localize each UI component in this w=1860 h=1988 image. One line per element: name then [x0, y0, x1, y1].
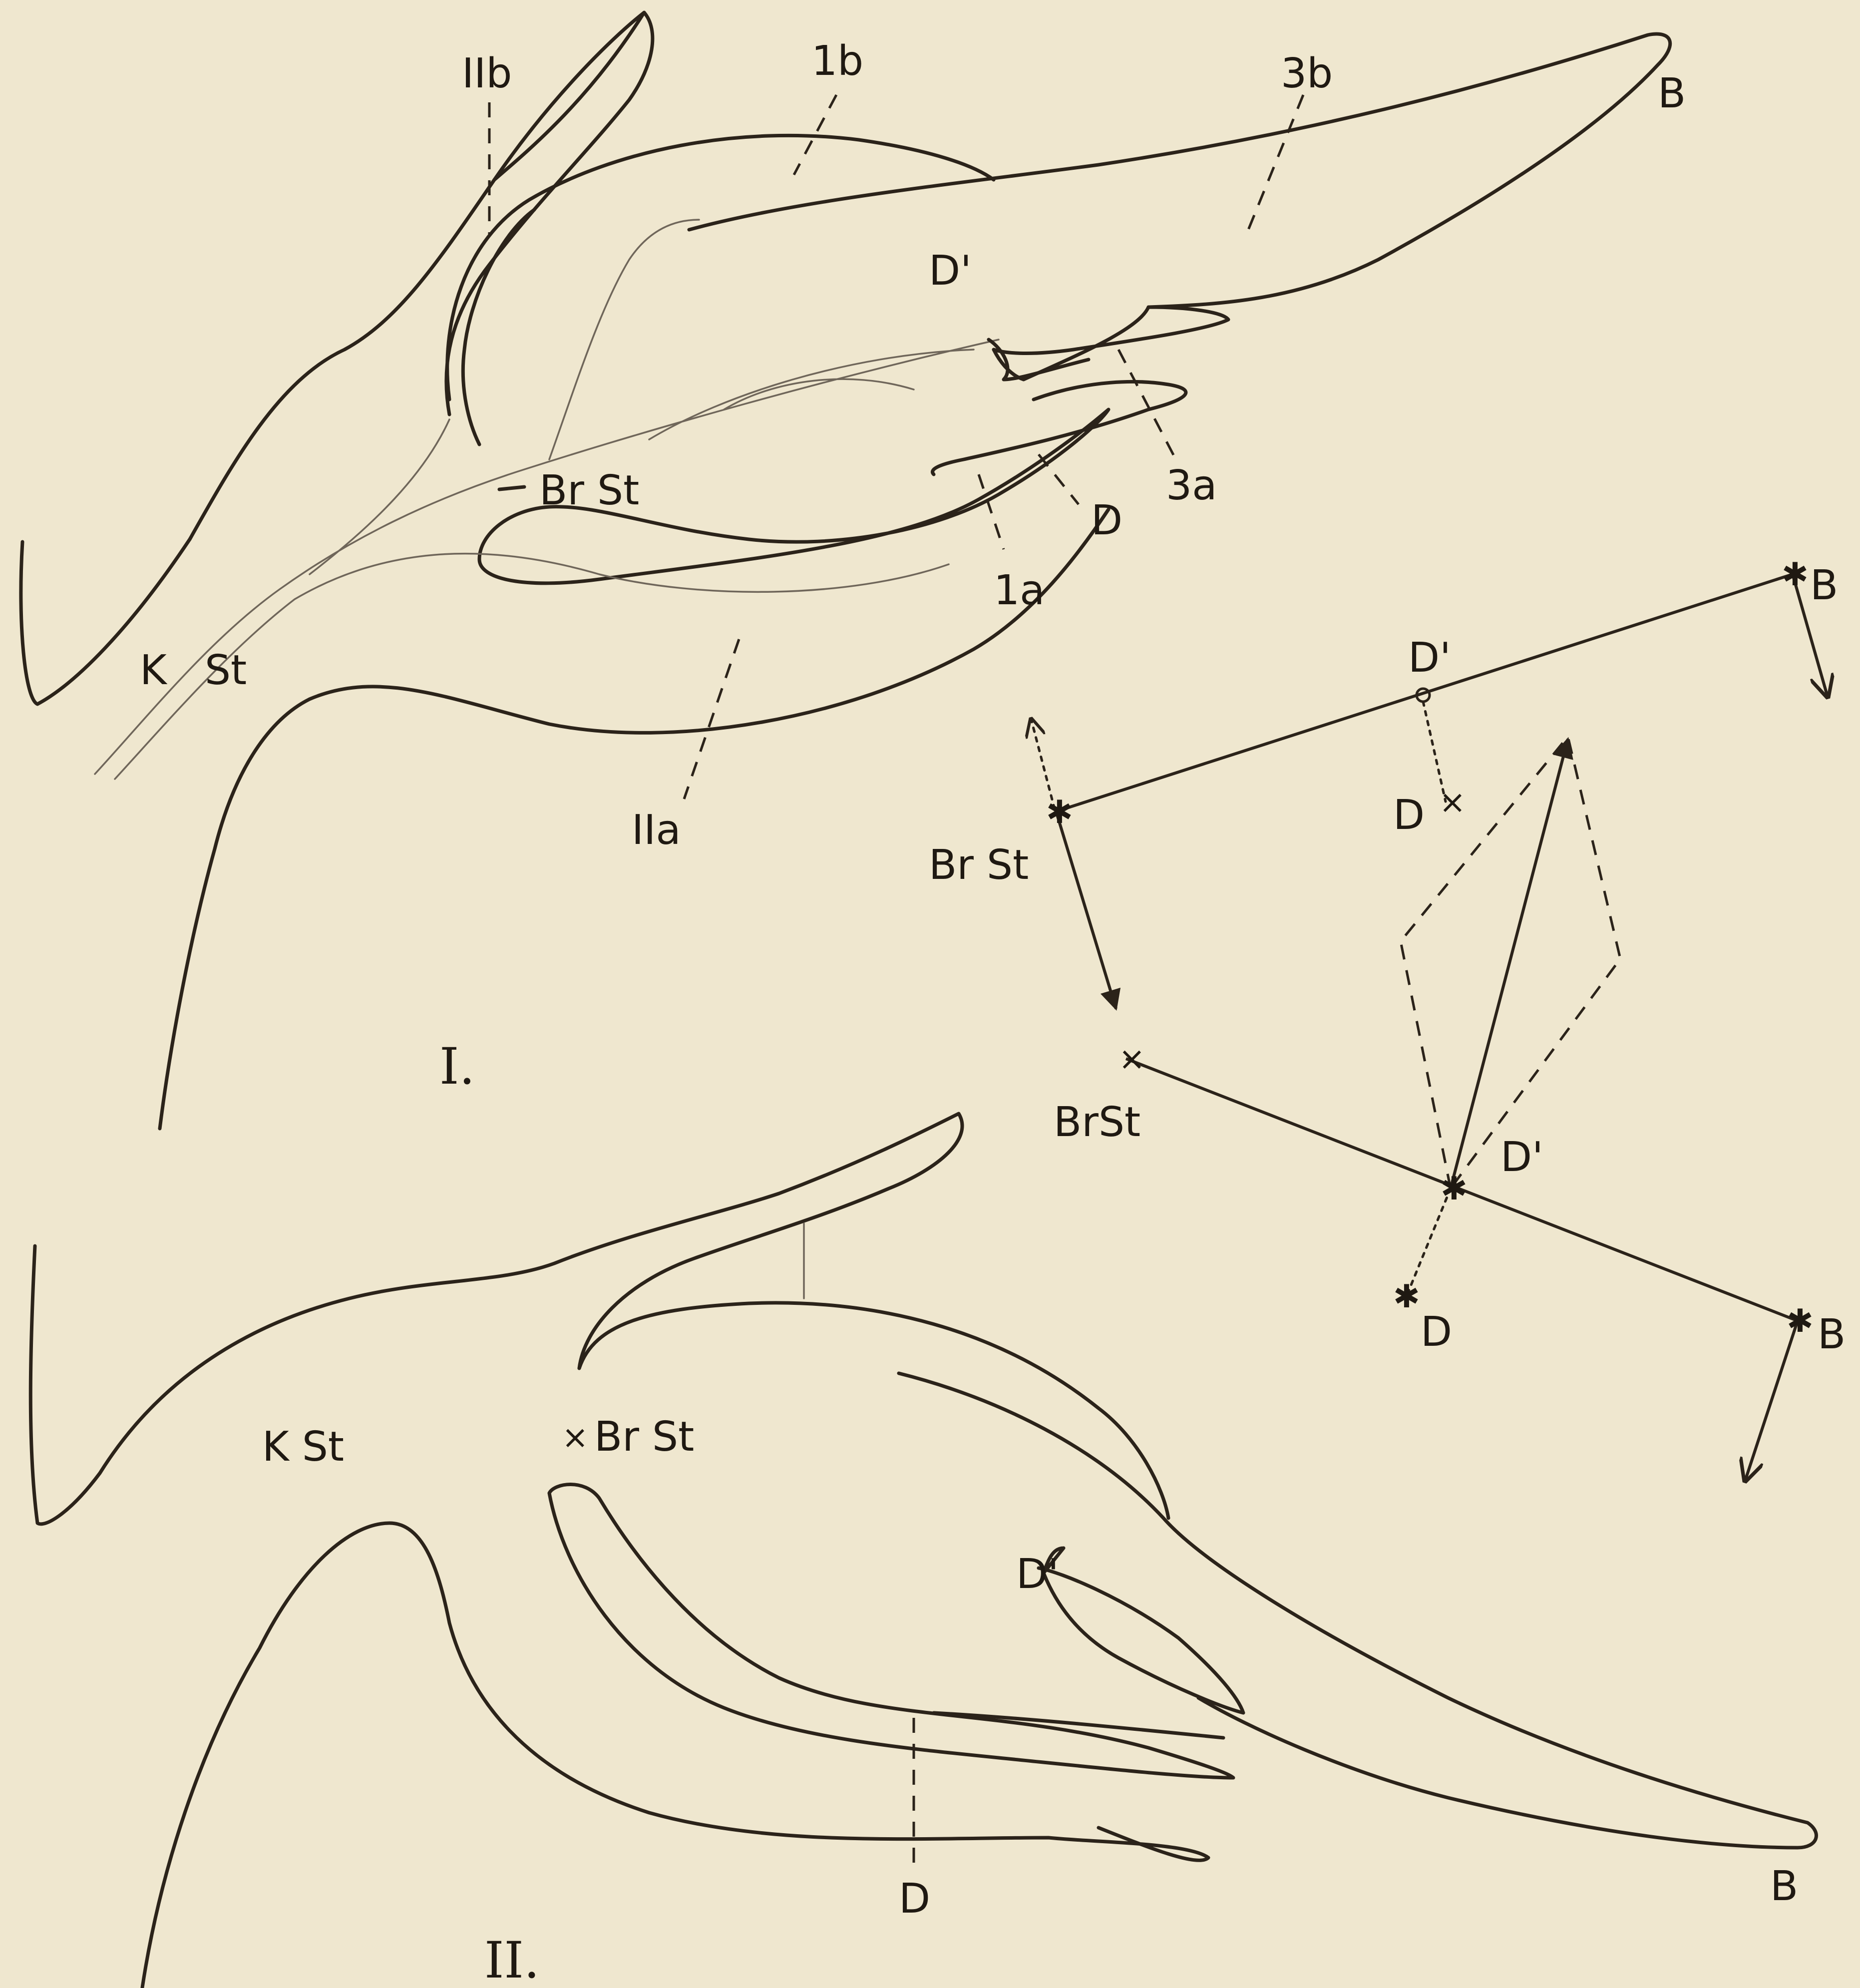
fig2-label-d-prime: D' — [1016, 1551, 1059, 1598]
label-k: K — [140, 647, 168, 694]
bract-1b-inner — [463, 210, 534, 444]
fig2-label-brst: Br St — [594, 1413, 694, 1461]
numeral-two: II. — [484, 1931, 540, 1988]
figure-two-drawing — [30, 1114, 1816, 1988]
numeral-one: I. — [439, 1037, 475, 1096]
mark-lower-b: ✱ — [1787, 1303, 1814, 1340]
upper-axis-line — [1056, 574, 1793, 811]
label-st: St — [205, 647, 247, 694]
label-d: D — [1091, 497, 1122, 544]
lower-petal-d — [933, 382, 1186, 474]
vec-label-lower-b: B — [1818, 1311, 1846, 1358]
mark-lower-d: ✱ — [1393, 1278, 1420, 1315]
figure-one-drawing — [21, 12, 1670, 1129]
vec-label-lower-d: D — [1421, 1308, 1452, 1356]
fig2-bract-curl — [579, 1303, 1168, 1518]
label-1b: 1b — [811, 37, 863, 85]
mark-upper-b: ✱ — [1782, 556, 1809, 593]
label-1a: 1a — [994, 567, 1045, 614]
mark-upper-d: × — [1439, 784, 1466, 821]
vec-label-upper-d: D — [1393, 792, 1425, 839]
fig2-upper-lip — [899, 1373, 1816, 1848]
vec-label-upper-b: B — [1810, 562, 1838, 609]
fig2-label-kst: K St — [262, 1423, 344, 1471]
label-iib: IIb — [462, 50, 512, 97]
mark-lower-brst: × — [1118, 1041, 1145, 1078]
fig2-label-d: D — [899, 1875, 930, 1923]
stamen-loop — [989, 340, 1089, 380]
label-b-top: B — [1658, 70, 1686, 117]
fig2-spur — [1039, 1548, 1243, 1713]
leader-brst — [499, 487, 524, 489]
label-brst: Br St — [539, 467, 639, 514]
leader-d — [1039, 454, 1079, 504]
fig2-stem-outline — [30, 1114, 962, 1524]
keel-piece — [994, 307, 1228, 380]
vec-label-lower-brst: BrSt — [1054, 1099, 1140, 1146]
label-iia: IIa — [632, 806, 681, 854]
bract-iib — [494, 12, 644, 180]
stem-outline-left — [21, 12, 653, 704]
leader-3b — [1248, 95, 1303, 230]
label-3a: 3a — [1166, 462, 1217, 509]
fig2-lower-petal — [549, 1485, 1233, 1778]
mark-lower-d-prime: ✱ — [1441, 1171, 1468, 1207]
lower-b-arrow — [1745, 1321, 1798, 1481]
leader-iia — [684, 639, 739, 799]
vec-label-lower-d-prime: D' — [1500, 1134, 1543, 1181]
vec-label-upper-brst: Br St — [929, 841, 1029, 889]
label-3b: 3b — [1281, 50, 1333, 97]
label-d-prime: D' — [929, 247, 972, 295]
fig2-mark-brst: × — [562, 1419, 589, 1456]
upper-brst-arrow-down — [1056, 811, 1116, 1009]
fig2-label-b: B — [1770, 1863, 1798, 1910]
vec-label-upper-d-prime: D' — [1408, 634, 1451, 682]
leader-3a — [1118, 350, 1178, 464]
mark-upper-brst: ✱ — [1046, 794, 1073, 831]
